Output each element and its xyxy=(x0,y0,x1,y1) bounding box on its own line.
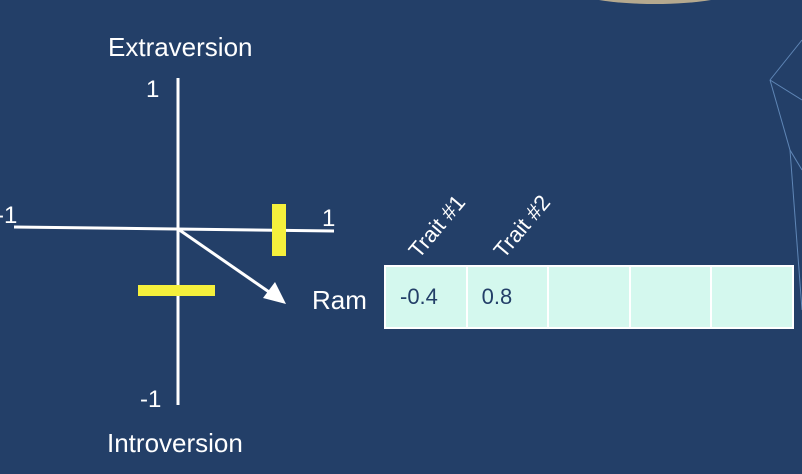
arrowhead-icon xyxy=(263,282,286,304)
decorative-line xyxy=(769,79,802,101)
row-label: Ram xyxy=(312,285,367,315)
y-max-tick: 1 xyxy=(146,76,160,103)
vector-cell: 0.8 xyxy=(467,267,550,327)
trait2-marker xyxy=(272,204,286,256)
axis-top-label: Extraversion xyxy=(108,32,253,62)
trait1-marker xyxy=(138,285,215,296)
decorative-shape xyxy=(599,0,711,4)
vector-cell: -0.4 xyxy=(386,267,468,327)
decorative-line xyxy=(769,39,802,81)
vector-cell xyxy=(549,267,631,327)
vector-cell xyxy=(630,267,713,327)
decorative-line xyxy=(789,149,802,311)
y-min-tick: -1 xyxy=(140,386,162,413)
decorative-line xyxy=(769,79,802,171)
vector-arrow xyxy=(177,227,273,296)
x-max-tick: 1 xyxy=(322,205,336,232)
vector-table: -0.4 0.8 xyxy=(384,265,794,329)
vector-cell xyxy=(712,267,792,327)
axis-bottom-label: Introversion xyxy=(107,428,243,458)
x-min-tick: -1 xyxy=(0,202,18,229)
